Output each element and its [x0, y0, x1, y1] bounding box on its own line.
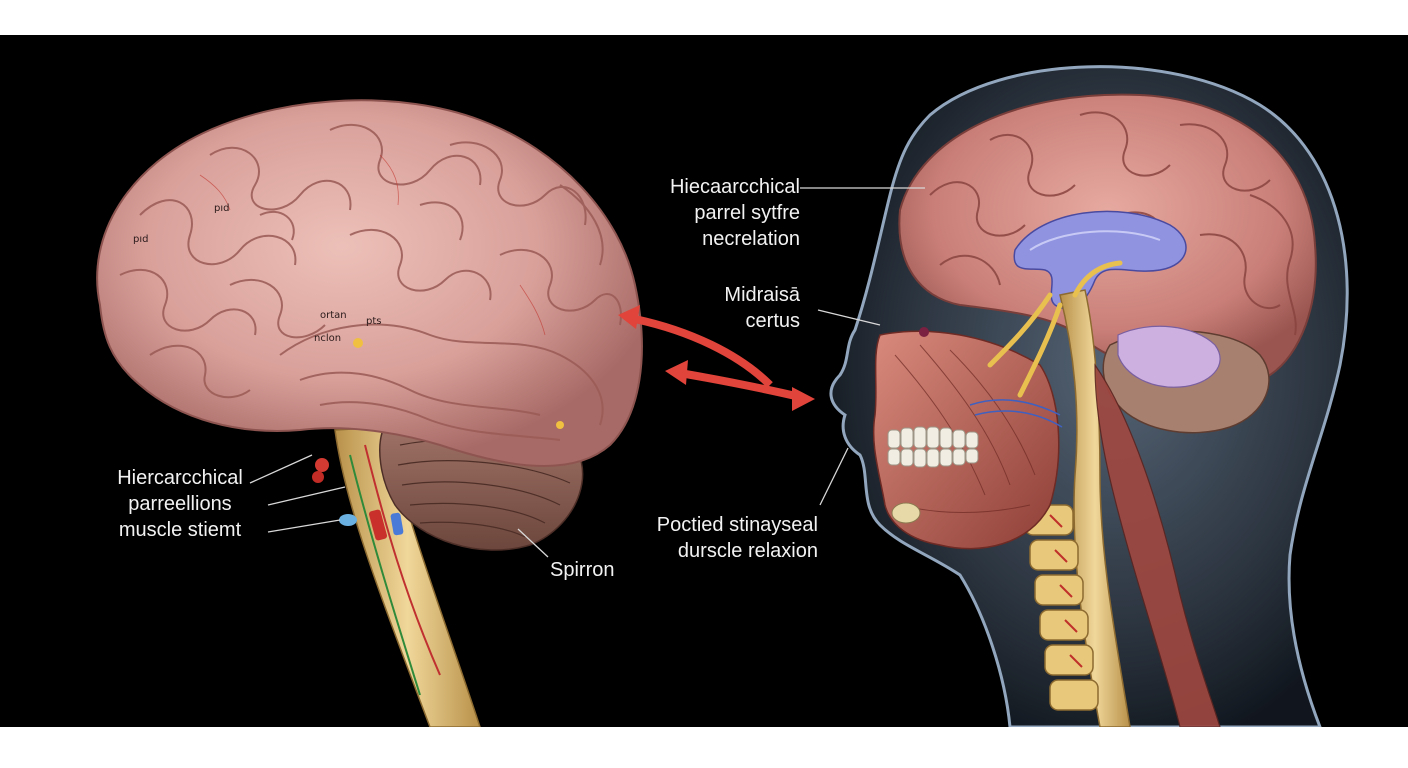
left-callout-line1: Hiercarcchical	[117, 467, 243, 489]
left-callout-line3: muscle stiemt	[118, 519, 242, 541]
brain-tag-4: pts	[366, 316, 382, 327]
right-bottom-callout-line1: Poctied stinayseal	[656, 514, 818, 536]
brain-tag-1: pıd	[214, 203, 230, 214]
brain-tag-3: ortan	[320, 310, 347, 321]
brain-tag-5: nclon	[314, 333, 342, 344]
anatomy-illustration	[96, 65, 1349, 727]
leader-lines	[249, 187, 925, 558]
right-top-callout: Hiecaarcchical parrel sytfre necrelation	[600, 174, 800, 252]
right-bottom-callout-line2: durscle relaxion	[677, 540, 818, 562]
brain-tag-2: pıd	[133, 234, 149, 245]
spine-label: Spirron	[550, 559, 615, 581]
right-mid-callout-line2: certus	[745, 310, 800, 332]
bidirectional-arrows	[618, 305, 815, 411]
left-callout-line2: parreellions	[128, 493, 232, 515]
right-top-callout-line2: parrel sytfre	[694, 202, 800, 224]
left-brain	[96, 99, 643, 727]
right-mid-callout: Midraisā certus	[640, 282, 800, 334]
right-top-callout-line3: necrelation	[702, 228, 800, 250]
right-head	[829, 65, 1349, 727]
illustration-canvas	[0, 35, 1408, 727]
right-bottom-callout: Poctied stinayseal durscle relaxion	[600, 512, 818, 564]
right-top-callout-line1: Hiecaarcchical	[669, 176, 800, 198]
right-mid-callout-line1: Midraisā	[724, 284, 800, 306]
left-callout: Hiercarcchical parreellions muscle stiem…	[80, 465, 280, 543]
